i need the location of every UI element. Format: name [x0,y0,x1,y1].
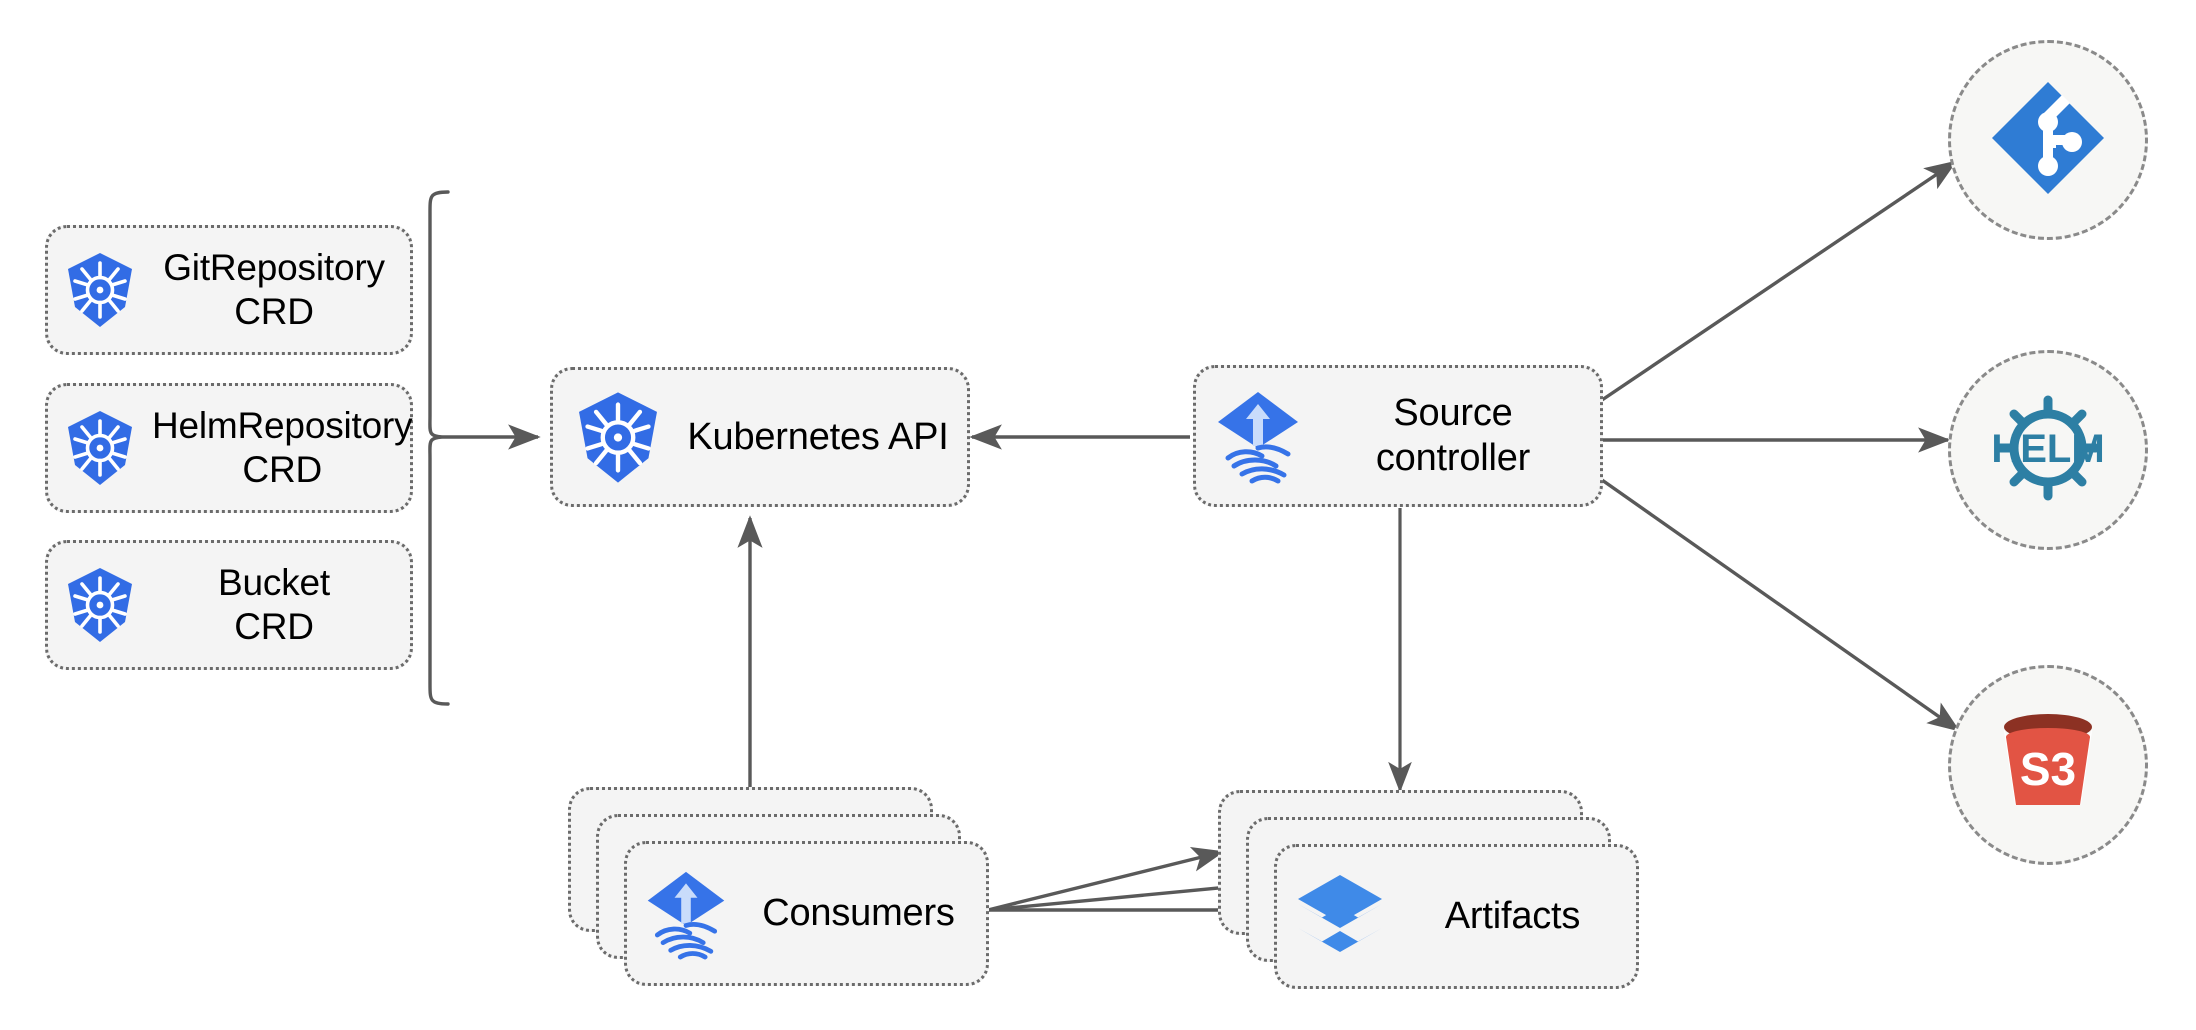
s3-wordmark: S3 [2020,743,2076,795]
edge-consumers-to-artifacts-1 [987,846,1225,912]
kubernetes-icon [48,251,152,329]
consumers-box[interactable]: Consumers [624,841,989,986]
kubernetes-api-label: Kubernetes API [687,415,949,458]
flux-icon [1196,388,1320,484]
layers-icon [1277,871,1403,963]
s3-bucket-icon: S3 [1986,701,2110,830]
helmrepository-crd-box[interactable]: HelmRepository CRD [45,383,413,513]
source-controller-label: Source controller [1375,392,1531,479]
helm-wordmark: HELM [1991,427,2104,471]
kubernetes-icon [48,566,152,644]
artifacts-label: Artifacts [1444,895,1581,938]
git-source-circle[interactable] [1948,40,2148,240]
source-controller-box[interactable]: Source controller [1193,365,1603,507]
bucket-crd-box[interactable]: Bucket CRD [45,540,413,670]
gitrepository-crd-label: GitRepository CRD [163,247,385,332]
edge-consumers-to-artifacts-2 [987,875,1253,912]
helm-icon: HELM [1980,384,2116,517]
edge-source-to-s3 [1601,478,1961,732]
gitrepository-crd-box[interactable]: GitRepository CRD [45,225,413,355]
consumers-label: Consumers [762,892,955,935]
kubernetes-icon [553,390,683,485]
kubernetes-icon [48,409,152,487]
s3-source-circle[interactable]: S3 [1948,665,2148,865]
flux-icon [627,868,745,960]
helm-source-circle[interactable]: HELM [1948,350,2148,550]
artifacts-box[interactable]: Artifacts [1274,844,1639,989]
crd-group-brace [428,190,450,706]
helmrepository-crd-label: HelmRepository CRD [152,405,413,490]
git-icon [1984,74,2112,207]
edge-source-to-git [1601,160,1958,402]
kubernetes-api-box[interactable]: Kubernetes API [550,367,970,507]
bucket-crd-label: Bucket CRD [218,562,330,647]
